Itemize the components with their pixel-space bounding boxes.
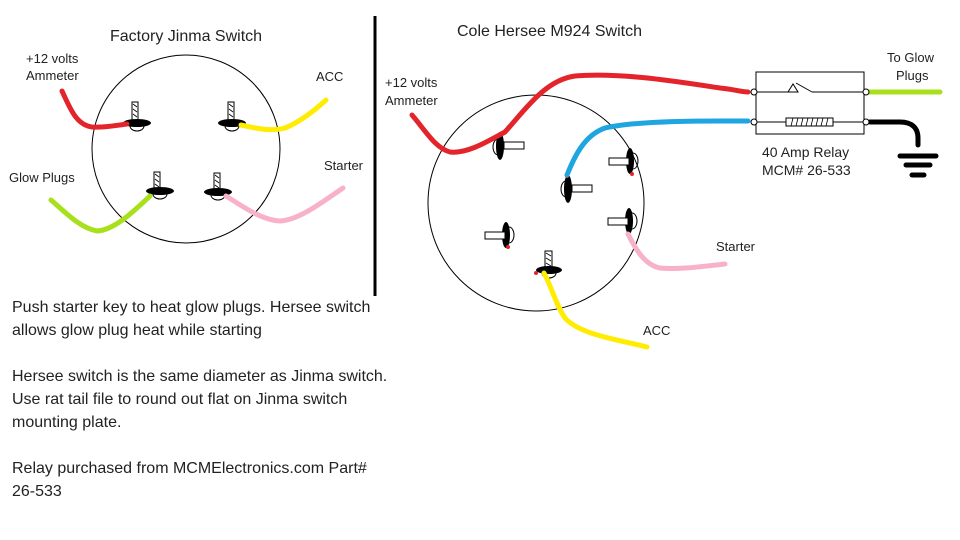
jinma-switch-body bbox=[91, 54, 281, 244]
jinma-label-acc: ACC bbox=[316, 69, 344, 84]
jinma-label-power-line1: +12 volts bbox=[26, 51, 79, 66]
relay-label-line1: 40 Amp Relay bbox=[762, 144, 850, 160]
relay-label-line2: MCM# 26-533 bbox=[762, 162, 851, 178]
ground-icon bbox=[897, 153, 939, 178]
note-1: Push starter key to heat glow plugs. Her… bbox=[12, 299, 371, 339]
note-3: Relay purchased from MCMElectronics.com … bbox=[12, 460, 367, 500]
hersee-terminal-3 bbox=[608, 148, 639, 176]
to-glow-plugs-label-line1: To Glow bbox=[887, 50, 934, 65]
wire-power bbox=[59, 88, 130, 130]
jinma-label-starter: Starter bbox=[324, 158, 364, 173]
note-2: Hersee switch is the same diameter as Ji… bbox=[12, 368, 388, 431]
wire-relay-coil bbox=[564, 118, 751, 178]
wire-starter bbox=[625, 231, 728, 272]
hersee-terminal-2 bbox=[560, 174, 593, 203]
notes: Push starter key to heat glow plugs. Her… bbox=[12, 296, 392, 526]
hersee-label-power-line2: Ammeter bbox=[385, 93, 438, 108]
hersee-label-acc: ACC bbox=[643, 323, 671, 338]
relay bbox=[750, 71, 870, 135]
to-glow-plugs-label-line2: Plugs bbox=[896, 68, 929, 83]
hersee-label-starter: Starter bbox=[716, 239, 756, 254]
jinma-title: Factory Jinma Switch bbox=[110, 28, 263, 45]
jinma-terminal-glow bbox=[146, 171, 174, 200]
jinma-label-glow-plugs: Glow Plugs bbox=[9, 170, 75, 185]
hersee-title: Cole Hersee M924 Switch bbox=[457, 23, 642, 40]
wire-starter bbox=[223, 185, 346, 224]
wire-power-to-relay bbox=[409, 72, 751, 155]
wire-glow-plugs bbox=[48, 193, 153, 234]
jinma-terminal-acc bbox=[218, 101, 246, 132]
hersee-terminal-5 bbox=[607, 208, 638, 234]
hersee-terminal-6 bbox=[534, 250, 562, 279]
jinma-terminal-power bbox=[123, 101, 151, 132]
wire-acc bbox=[238, 97, 329, 133]
jinma-label-power-line2: Ammeter bbox=[26, 68, 79, 83]
wire-ground bbox=[867, 119, 921, 148]
hersee-label-power-line1: +12 volts bbox=[385, 75, 438, 90]
wire-acc bbox=[541, 270, 650, 350]
hersee-terminal-4 bbox=[484, 222, 515, 249]
relay-contact-icon bbox=[787, 83, 799, 93]
